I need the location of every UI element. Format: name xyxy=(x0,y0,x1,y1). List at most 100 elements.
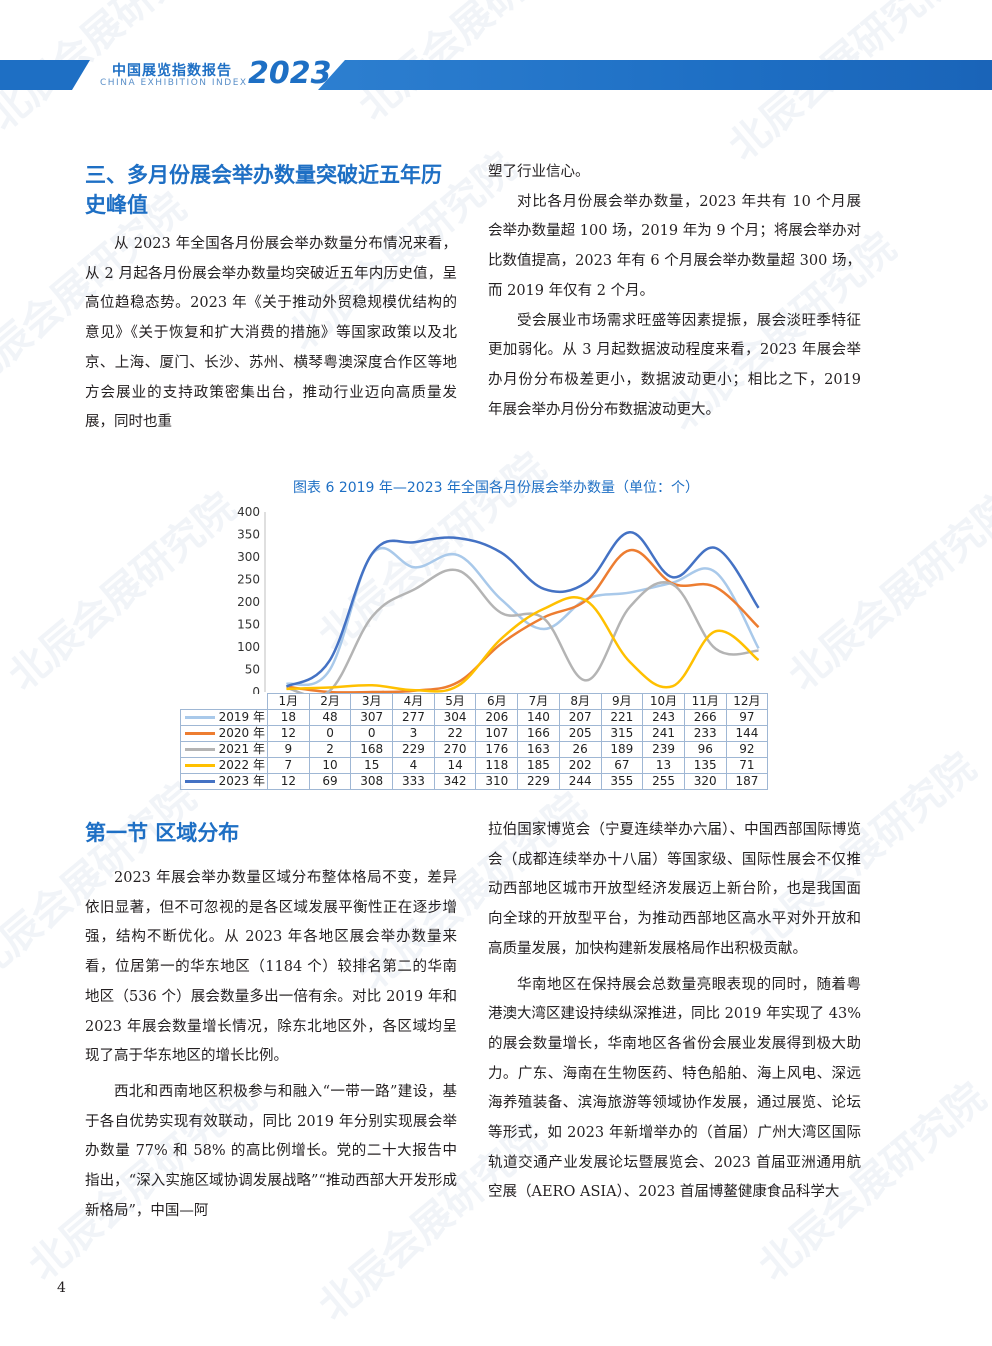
data-cell: 71 xyxy=(725,757,769,774)
series-line-3 xyxy=(286,568,759,694)
section3-left-column: 三、多月份展会举办数量突破近五年历史峰值 从 2023 年全国各月份展会举办数量… xyxy=(85,160,457,438)
y-tick-label: 400 xyxy=(237,505,260,519)
data-cell: 185 xyxy=(517,757,560,774)
paragraph: 拉伯国家博览会（宁夏连续举办六届）、中国西部国际博览会（成都连续举办十八届）等国… xyxy=(488,822,861,957)
data-cell: 304 xyxy=(433,709,477,726)
data-cell: 0 xyxy=(350,725,394,742)
section3-right-column: 塑了行业信心。 对比各月份展会举办数量，2023 年共有 10 个月展会举办数量… xyxy=(488,158,861,425)
paragraph: 从 2023 年全国各月份展会举办数量分布情况来看，从 2 月起各月份展会举办数… xyxy=(85,236,457,431)
month-header: 8月 xyxy=(558,693,602,710)
page-header: 中国展览指数报告 CHINA EXHIBITION INDEX 2023 xyxy=(0,56,992,91)
data-cell: 14 xyxy=(433,757,477,774)
data-cell: 168 xyxy=(350,741,394,758)
series-line-5 xyxy=(285,530,760,688)
y-tick-label: 50 xyxy=(245,663,260,677)
paragraph: 受会展业市场需求旺盛等因素提振，展会淡旺季特征更加弱化。从 3 月起数据波动程度… xyxy=(488,312,861,418)
data-cell: 67 xyxy=(600,757,644,774)
data-cell: 3 xyxy=(392,725,435,742)
data-cell: 243 xyxy=(642,709,685,726)
data-cell: 355 xyxy=(600,773,644,790)
y-tick-label: 0 xyxy=(252,685,260,694)
data-cell: 310 xyxy=(475,773,519,790)
data-cell: 48 xyxy=(308,709,352,726)
data-cell: 163 xyxy=(517,741,560,758)
data-cell: 342 xyxy=(433,773,477,790)
paragraph: 2023 年展会举办数量区域分布整体格局不变，差异依旧显著，但不可忽视的是各区域… xyxy=(85,870,457,1065)
month-header: 1月 xyxy=(267,693,310,710)
data-cell: 189 xyxy=(600,741,644,758)
table-header-row: 1月 2月 3月 4月 5月 6月 7月 8月 9月 10月 11月 12月 xyxy=(180,693,769,710)
legend-swatch xyxy=(184,780,215,783)
data-cell: 255 xyxy=(642,773,685,790)
data-cell: 92 xyxy=(725,741,769,758)
y-tick-label: 350 xyxy=(237,528,260,542)
month-header: 9月 xyxy=(600,693,644,710)
data-cell: 10 xyxy=(308,757,352,774)
paragraph: 塑了行业信心。 xyxy=(488,164,590,180)
data-cell: 206 xyxy=(475,709,519,726)
header-title: 中国展览指数报告 xyxy=(112,63,232,79)
data-cell: 315 xyxy=(600,725,644,742)
data-cell: 12 xyxy=(267,725,310,742)
data-cell: 97 xyxy=(725,709,769,726)
paragraph: 华南地区在保持展会总数量亮眼表现的同时，随着粤港澳大湾区建设持续纵深推进，同比 … xyxy=(488,976,861,1201)
data-cell: 221 xyxy=(600,709,644,726)
data-cell: 205 xyxy=(558,725,602,742)
data-cell: 176 xyxy=(475,741,519,758)
section-heading: 第一节 区域分布 xyxy=(85,821,240,845)
y-tick-label: 300 xyxy=(237,550,260,564)
header-band-left xyxy=(0,60,90,90)
series-name: 2021 年 xyxy=(218,742,265,756)
y-tick-label: 250 xyxy=(237,573,260,587)
data-cell: 4 xyxy=(392,757,435,774)
data-cell: 2 xyxy=(308,741,352,758)
series-line-4 xyxy=(286,596,760,693)
legend-swatch xyxy=(184,764,215,767)
data-cell: 333 xyxy=(392,773,435,790)
data-cell: 241 xyxy=(642,725,685,742)
data-cell: 244 xyxy=(558,773,602,790)
series-name: 2019 年 xyxy=(218,710,265,724)
watermark: 北辰会展研究院 xyxy=(780,484,992,700)
month-header: 3月 xyxy=(350,693,394,710)
data-cell: 140 xyxy=(517,709,560,726)
data-cell: 26 xyxy=(558,741,602,758)
chart-title: 图表 6 2019 年—2023 年全国各月份展会举办数量（单位：个） xyxy=(293,480,699,496)
data-cell: 270 xyxy=(433,741,477,758)
month-header: 5月 xyxy=(433,693,477,710)
header-year: 2023 xyxy=(248,56,332,91)
series-legend: 2021 年 xyxy=(180,741,268,758)
series-legend: 2023 年 xyxy=(180,773,268,790)
data-cell: 277 xyxy=(392,709,435,726)
month-header: 4月 xyxy=(392,693,435,710)
data-cell: 15 xyxy=(350,757,394,774)
month-header: 6月 xyxy=(475,693,519,710)
section-heading: 三、多月份展会举办数量突破近五年历史峰值 xyxy=(85,163,442,217)
data-cell: 69 xyxy=(308,773,352,790)
chart-data-table: 1月 2月 3月 4月 5月 6月 7月 8月 9月 10月 11月 12月 2… xyxy=(180,693,769,790)
region-right-column: 拉伯国家博览会（宁夏连续举办六届）、中国西部国际博览会（成都连续举办十八届）等国… xyxy=(488,816,861,1208)
data-cell: 144 xyxy=(725,725,769,742)
data-cell: 96 xyxy=(683,741,727,758)
y-tick-label: 100 xyxy=(237,640,260,654)
series-name: 2023 年 xyxy=(218,774,265,788)
data-cell: 9 xyxy=(267,741,310,758)
y-tick-label: 200 xyxy=(237,595,260,609)
data-cell: 7 xyxy=(267,757,310,774)
month-header: 2月 xyxy=(308,693,352,710)
header-band-right xyxy=(318,60,992,90)
month-header: 12月 xyxy=(725,693,769,710)
data-cell: 307 xyxy=(350,709,394,726)
month-header: 10月 xyxy=(642,693,685,710)
series-name: 2020 年 xyxy=(218,726,265,740)
data-cell: 320 xyxy=(683,773,727,790)
paragraph: 对比各月份展会举办数量，2023 年共有 10 个月展会举办数量超 100 场，… xyxy=(488,193,861,299)
data-cell: 207 xyxy=(558,709,602,726)
data-cell: 239 xyxy=(642,741,685,758)
data-cell: 118 xyxy=(475,757,519,774)
series-legend: 2020 年 xyxy=(180,725,268,742)
